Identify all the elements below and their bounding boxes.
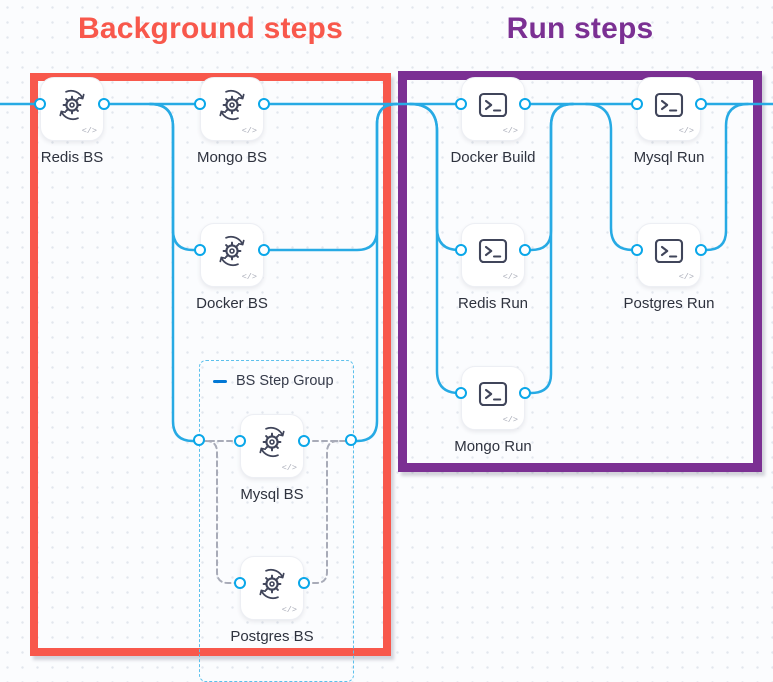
code-glyph: </>	[81, 126, 97, 136]
run-terminal-icon	[654, 92, 684, 118]
step-card[interactable]: </>	[455, 77, 531, 141]
output-port[interactable]	[518, 387, 531, 400]
run-terminal-icon	[478, 238, 508, 264]
step-label: Mongo BS	[196, 149, 268, 166]
input-port[interactable]	[631, 98, 644, 111]
code-glyph: </>	[678, 272, 694, 282]
input-port[interactable]	[194, 98, 207, 111]
input-port[interactable]	[455, 244, 468, 257]
code-glyph: </>	[502, 415, 518, 425]
code-glyph: </>	[678, 126, 694, 136]
output-port[interactable]	[518, 244, 531, 257]
step-label: Redis BS	[40, 149, 104, 166]
step-card[interactable]: </>	[194, 223, 270, 287]
background-service-icon	[259, 426, 285, 458]
background-steps-title: Background steps	[78, 12, 343, 45]
output-port[interactable]	[694, 244, 707, 257]
step-label: Mysql Run	[633, 149, 705, 166]
step-card[interactable]: </>	[234, 414, 310, 478]
dashed-edge	[205, 440, 241, 584]
code-glyph: </>	[241, 126, 257, 136]
step-card[interactable]: </>	[631, 223, 707, 287]
code-glyph: </>	[502, 126, 518, 136]
output-port[interactable]	[297, 435, 310, 448]
background-service-icon	[219, 89, 245, 121]
output-port[interactable]	[518, 98, 531, 111]
step-card[interactable]: </>	[194, 77, 270, 141]
step-card[interactable]: </>	[631, 77, 707, 141]
step-card[interactable]: </>	[455, 366, 531, 430]
step-label: Postgres Run	[623, 295, 715, 312]
run-terminal-icon	[654, 238, 684, 264]
bs-step-group-header: BS Step Group	[213, 373, 334, 389]
step-label: Redis Run	[457, 295, 529, 312]
run-terminal-icon	[478, 92, 508, 118]
input-port[interactable]	[631, 244, 644, 257]
input-port[interactable]	[34, 98, 47, 111]
edge	[408, 102, 463, 395]
step-card[interactable]: </>	[234, 556, 310, 620]
input-port[interactable]	[234, 435, 247, 448]
edge	[699, 102, 750, 252]
edges-layer	[0, 102, 773, 584]
edge	[523, 102, 575, 395]
output-port[interactable]	[694, 98, 707, 111]
run-steps-frame	[398, 71, 762, 472]
background-service-icon	[259, 568, 285, 600]
background-service-icon	[219, 235, 245, 267]
edge	[350, 102, 399, 443]
collapse-minus-icon[interactable]	[213, 379, 227, 383]
step-card[interactable]: </>	[34, 77, 110, 141]
group-output-port[interactable]	[345, 434, 358, 447]
run-terminal-icon	[478, 381, 508, 407]
step-label: Docker Build	[450, 149, 536, 166]
step-label: Postgres BS	[230, 628, 314, 645]
step-label: Docker BS	[196, 295, 268, 312]
input-port[interactable]	[455, 387, 468, 400]
edge	[148, 102, 202, 443]
input-port[interactable]	[455, 98, 468, 111]
edge	[584, 102, 639, 252]
code-glyph: </>	[241, 272, 257, 282]
step-label: Mongo Run	[454, 438, 532, 455]
input-port[interactable]	[234, 577, 247, 590]
step-label: Mysql BS	[240, 486, 304, 503]
code-glyph: </>	[281, 605, 297, 615]
code-glyph: </>	[281, 463, 297, 473]
pipeline-canvas: </> Redis BS	[34, 77, 715, 645]
output-port[interactable]	[257, 244, 270, 257]
step-card[interactable]: </>	[455, 223, 531, 287]
output-port[interactable]	[97, 98, 110, 111]
background-service-icon	[59, 89, 85, 121]
group-input-port[interactable]	[193, 434, 206, 447]
code-glyph: </>	[502, 272, 518, 282]
input-port[interactable]	[194, 244, 207, 257]
bs-step-group-label: BS Step Group	[236, 373, 334, 389]
bs-step-group-box[interactable]: BS Step Group	[199, 360, 354, 682]
dashed-edge	[303, 440, 353, 584]
output-port[interactable]	[257, 98, 270, 111]
run-steps-title: Run steps	[506, 12, 654, 45]
output-port[interactable]	[297, 577, 310, 590]
